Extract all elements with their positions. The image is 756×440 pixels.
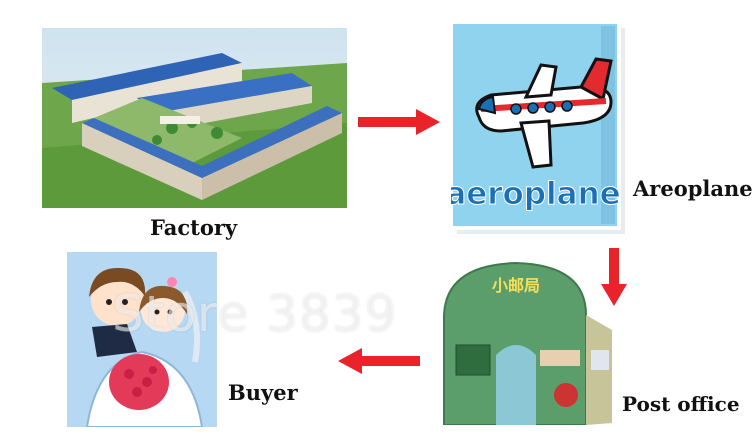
factory-image [42, 28, 347, 208]
post-office-sign: 小邮局 [492, 276, 540, 295]
buyer-image [67, 252, 217, 427]
arrow-post-office-to-buyer [338, 348, 420, 374]
factory-label: Factory [150, 215, 238, 240]
watermark-text: Store 3839 [112, 285, 398, 343]
aeroplane-card-image: aeroplane [451, 22, 625, 234]
aeroplane-card-text: aeroplane [451, 176, 621, 212]
post-office-label: Post office [622, 392, 740, 416]
buyer-label: Buyer [228, 380, 298, 405]
arrow-aeroplane-to-post-office [601, 248, 627, 306]
arrow-factory-to-aeroplane [358, 109, 440, 135]
post-office-image: 小邮局 [443, 261, 612, 425]
aeroplane-label: Areoplane [633, 176, 753, 201]
